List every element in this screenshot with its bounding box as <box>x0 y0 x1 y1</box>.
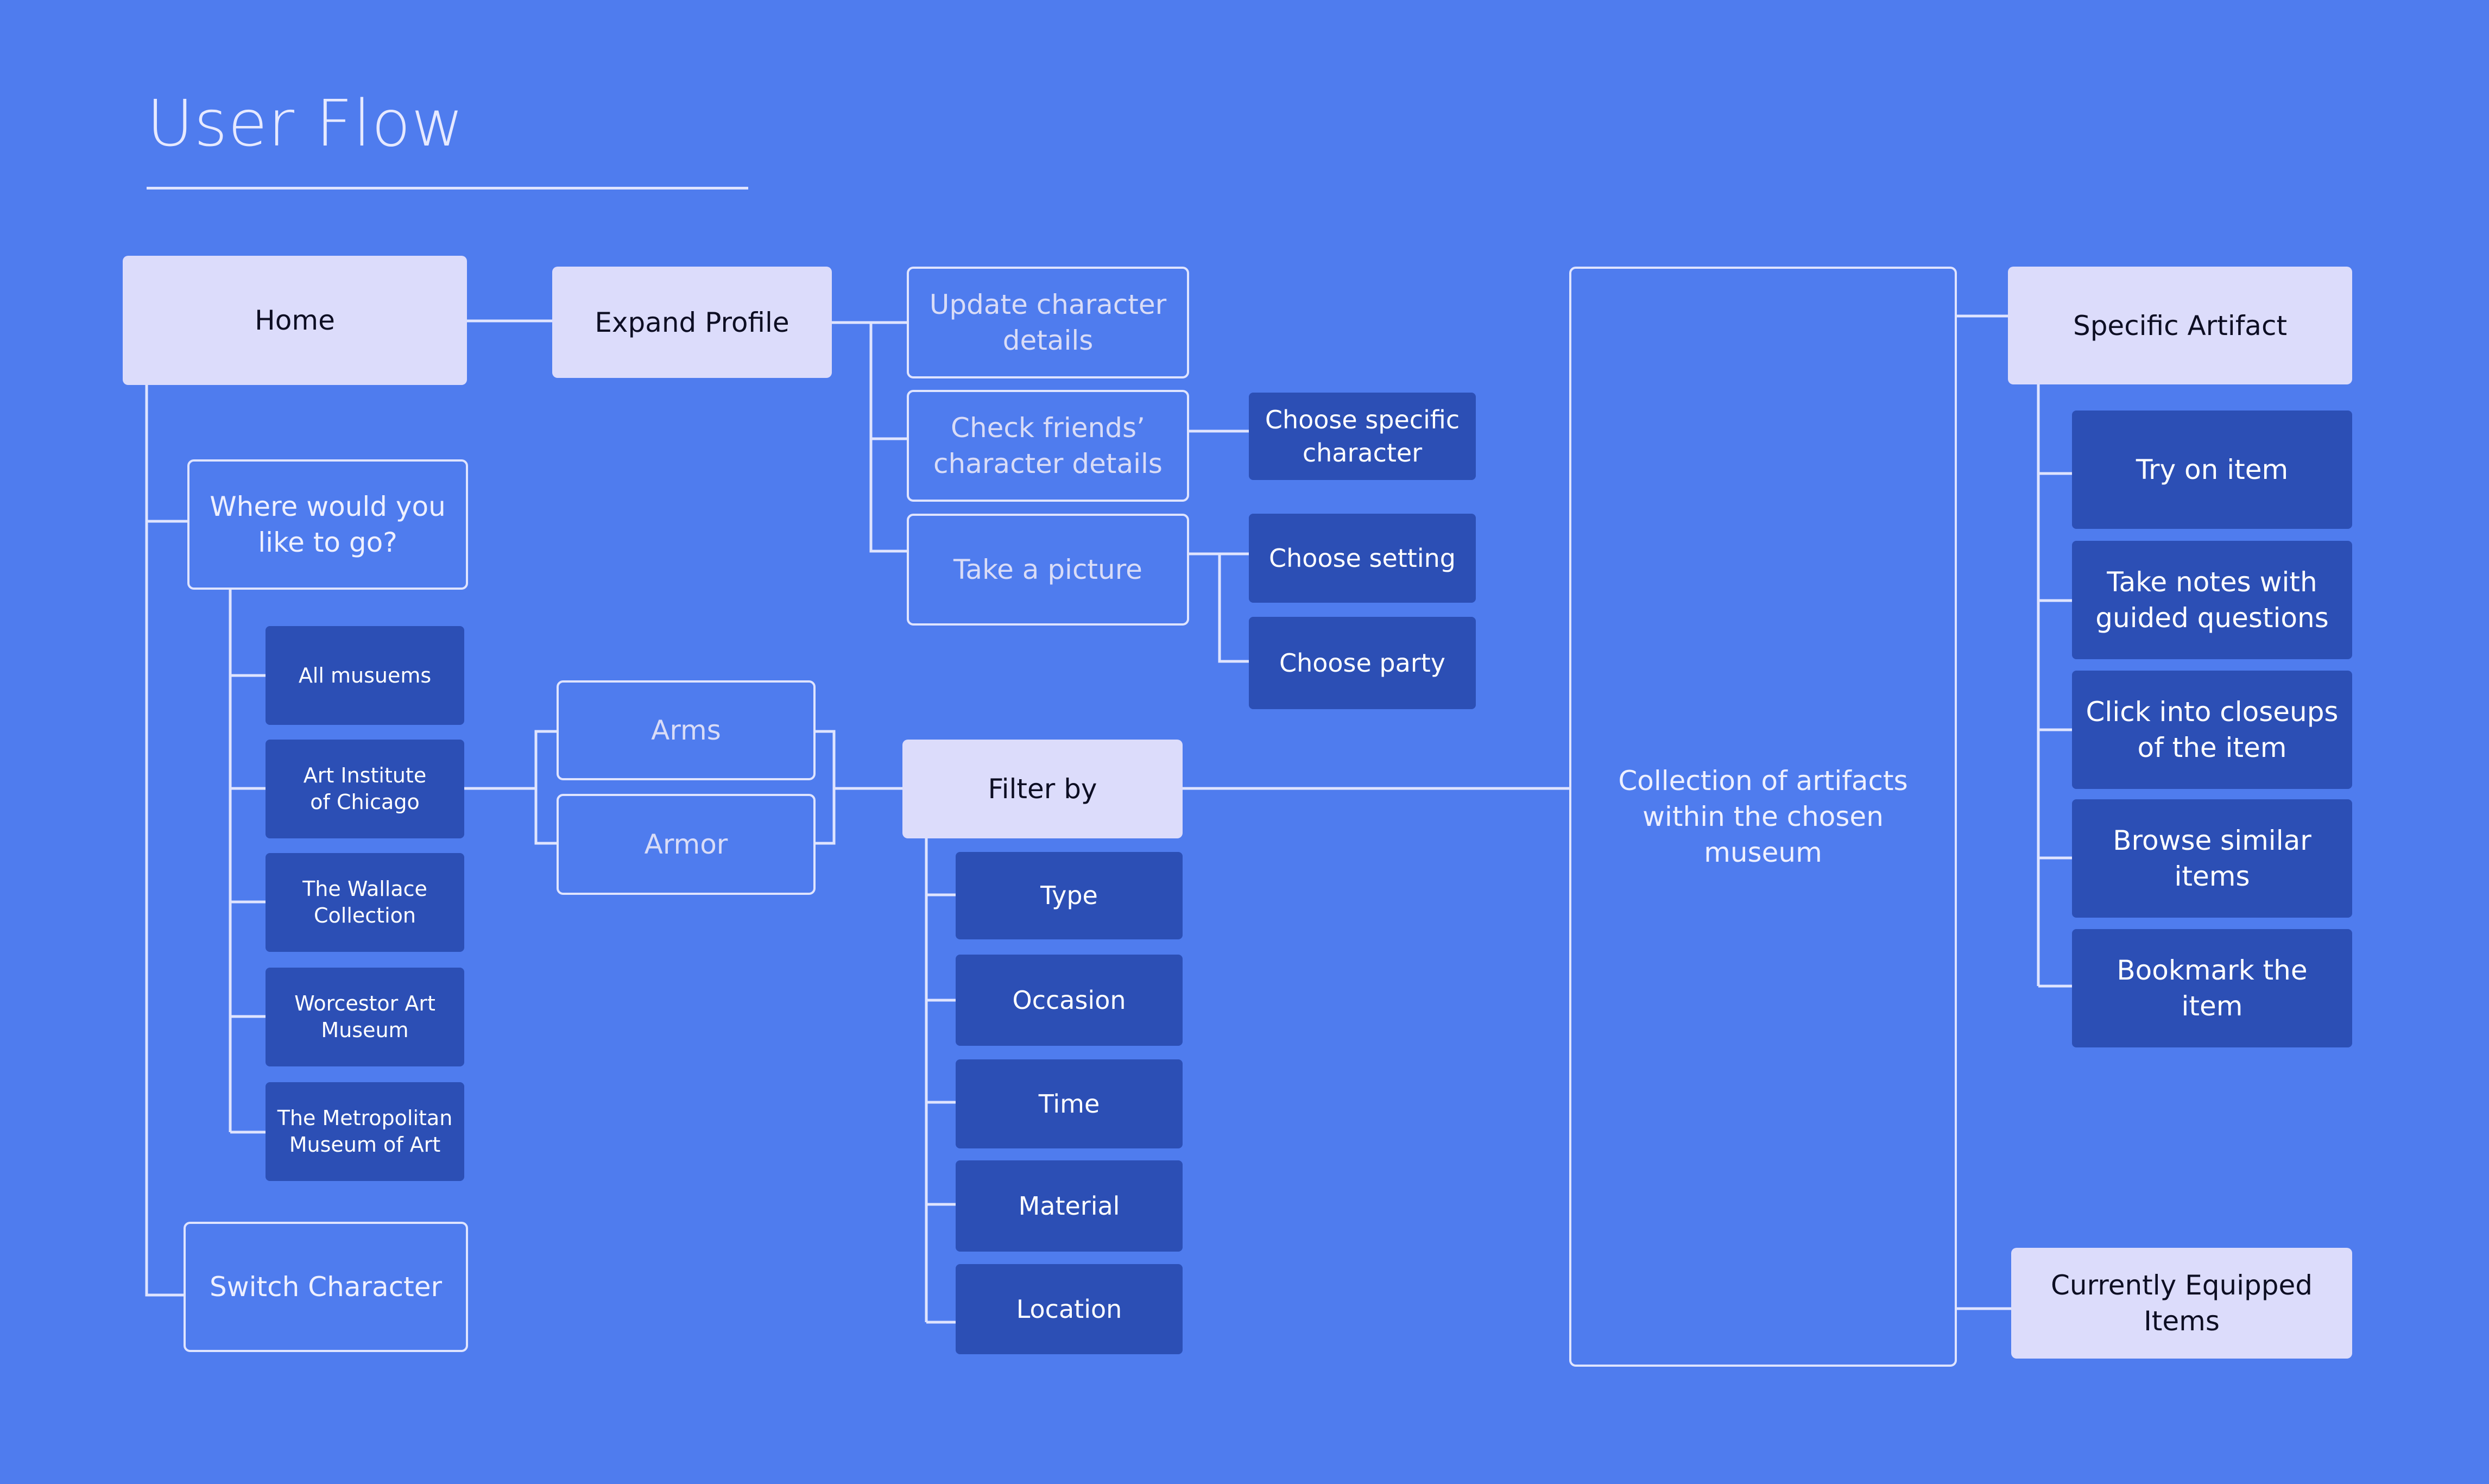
arms-label: Arms <box>651 715 721 746</box>
title-underline <box>147 187 748 190</box>
artifact-action-label: Bookmark the item <box>2117 955 2308 1022</box>
filter-label: Type <box>1040 881 1098 911</box>
try-on-item-node[interactable]: Try on item <box>2072 411 2352 529</box>
armor-node[interactable]: Armor <box>557 794 816 895</box>
museum-label: Art Institute of Chicago <box>303 763 427 814</box>
choose-setting-label: Choose setting <box>1269 543 1456 573</box>
take-picture-label: Take a picture <box>953 554 1142 585</box>
museum-wallace-node[interactable]: The Wallace Collection <box>266 853 464 952</box>
browse-similar-node[interactable]: Browse similar items <box>2072 799 2352 918</box>
bookmark-node[interactable]: Bookmark the item <box>2072 929 2352 1047</box>
specific-artifact-node[interactable]: Specific Artifact <box>2008 267 2352 384</box>
collection-of-artifacts-node[interactable]: Collection of artifacts within the chose… <box>1569 267 1957 1367</box>
museum-label: Worcestor Art Museum <box>294 992 435 1042</box>
choose-party-label: Choose party <box>1279 648 1445 678</box>
museum-label: The Wallace Collection <box>302 877 427 927</box>
friends-details-label: Check friends’ character details <box>933 412 1163 479</box>
filter-occasion-node[interactable]: Occasion <box>956 955 1183 1046</box>
connector-home-trunk <box>145 384 184 1297</box>
switch-character-label: Switch Character <box>209 1271 443 1303</box>
expand-profile-node[interactable]: Expand Profile <box>552 267 832 378</box>
currently-equipped-items-node[interactable]: Currently Equipped Items <box>2011 1248 2352 1359</box>
check-friends-details-node[interactable]: Check friends’ character details <box>907 390 1189 502</box>
where-would-you-like-to-go-node[interactable]: Where would you like to go? <box>187 459 468 590</box>
filter-material-node[interactable]: Material <box>956 1160 1183 1252</box>
connector-picture-party <box>1218 554 1249 663</box>
choose-setting-node[interactable]: Choose setting <box>1249 514 1476 603</box>
artifact-action-label: Try on item <box>2136 454 2289 485</box>
choose-specific-character-node[interactable]: Choose specific character <box>1249 393 1476 480</box>
museum-worcestor-node[interactable]: Worcestor Art Museum <box>266 968 464 1066</box>
page-title: User Flow <box>147 86 464 161</box>
take-a-picture-node[interactable]: Take a picture <box>907 514 1189 626</box>
home-node[interactable]: Home <box>123 256 467 385</box>
choose-party-node[interactable]: Choose party <box>1249 617 1476 709</box>
artifact-action-label: Browse similar items <box>2113 825 2311 892</box>
home-label: Home <box>255 305 335 336</box>
choose-specific-label: Choose specific character <box>1265 405 1460 468</box>
museum-label: The Metropolitan Museum of Art <box>277 1106 453 1157</box>
connector-arms-armor-right <box>816 730 836 845</box>
filter-label: Material <box>1018 1191 1120 1221</box>
museum-art-institute-node[interactable]: Art Institute of Chicago <box>266 740 464 838</box>
arms-node[interactable]: Arms <box>557 680 816 780</box>
museum-metropolitan-node[interactable]: The Metropolitan Museum of Art <box>266 1082 464 1181</box>
filter-type-node[interactable]: Type <box>956 852 1183 939</box>
filter-by-node[interactable]: Filter by <box>902 740 1183 838</box>
artifact-action-label: Take notes with guided questions <box>2095 566 2329 634</box>
filter-label: Location <box>1016 1294 1122 1324</box>
connector-expand-trunk <box>869 323 907 553</box>
switch-character-node[interactable]: Switch Character <box>184 1222 468 1352</box>
specific-artifact-label: Specific Artifact <box>2073 310 2288 342</box>
filter-label: Occasion <box>1012 985 1126 1015</box>
filter-location-node[interactable]: Location <box>956 1264 1183 1354</box>
collection-label: Collection of artifacts within the chose… <box>1618 765 1908 868</box>
filter-by-label: Filter by <box>988 773 1097 805</box>
equipped-items-label: Currently Equipped Items <box>2050 1270 2313 1337</box>
where-label: Where would you like to go? <box>210 491 446 558</box>
filter-time-node[interactable]: Time <box>956 1059 1183 1148</box>
connector-arms-armor-left <box>534 730 557 845</box>
closeups-node[interactable]: Click into closeups of the item <box>2072 671 2352 789</box>
museum-all-node[interactable]: All musuems <box>266 626 464 725</box>
museum-label: All musuems <box>298 663 432 687</box>
armor-label: Armor <box>644 829 728 860</box>
filter-label: Time <box>1038 1089 1100 1119</box>
update-details-label: Update character details <box>929 289 1167 356</box>
artifact-action-label: Click into closeups of the item <box>2086 696 2339 763</box>
expand-profile-label: Expand Profile <box>595 306 789 338</box>
take-notes-node[interactable]: Take notes with guided questions <box>2072 541 2352 659</box>
update-character-details-node[interactable]: Update character details <box>907 267 1189 378</box>
